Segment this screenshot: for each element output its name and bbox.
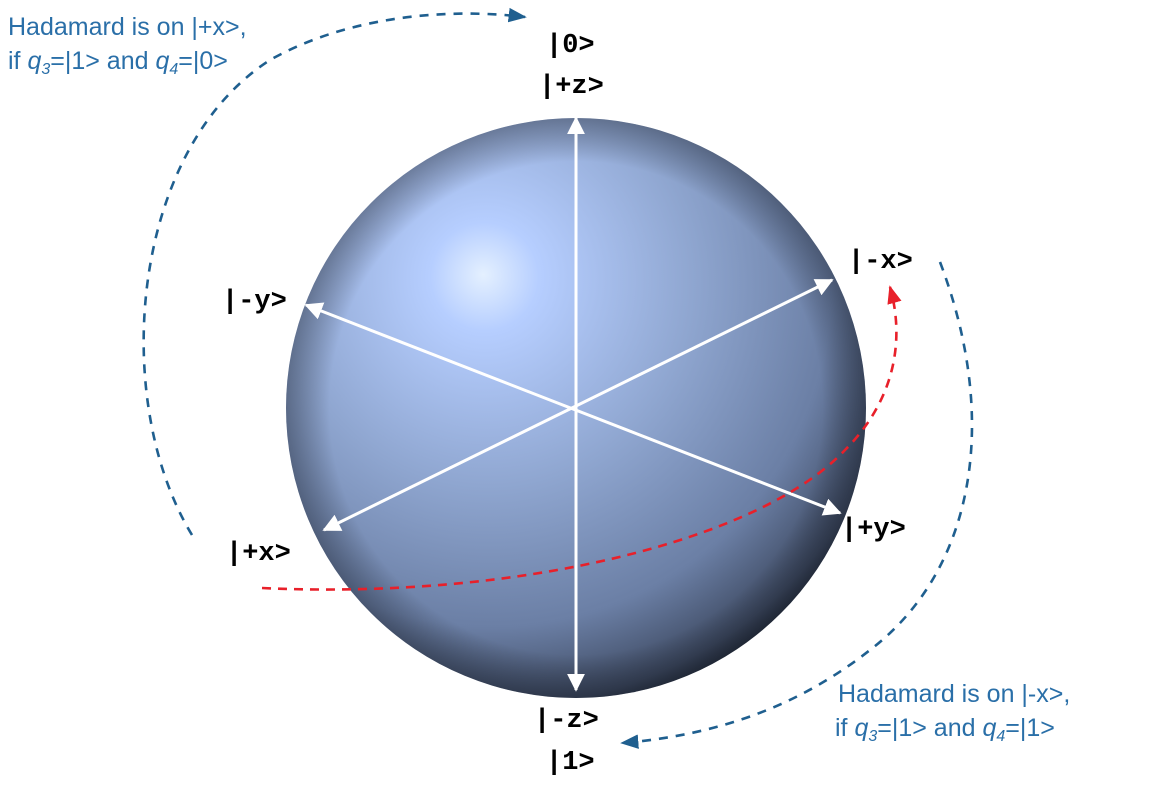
hadamard-plus-x-arc <box>142 7 527 536</box>
ket0-label: |0> <box>546 31 595 61</box>
minus-y-label: |-y> <box>222 287 287 317</box>
hadamard-minus-x-arc <box>620 261 974 749</box>
note-bottom-line2: if q3=|1> and q4=|1> <box>835 714 1055 745</box>
hadamard-plus-x-note: Hadamard is on |+x>, if q3=|1> and q4=|0… <box>8 10 247 78</box>
ket1-label: |1> <box>546 748 595 778</box>
note-bottom-line1: Hadamard is on |-x>, <box>838 680 1071 708</box>
minus-z-label: |-z> <box>534 706 599 736</box>
transition-path <box>261 285 902 591</box>
y-axis-arrow <box>304 302 842 516</box>
plus-z-label: |+z> <box>539 72 604 102</box>
plus-y-label: |+y> <box>841 515 906 545</box>
minus-x-label: |-x> <box>848 247 913 277</box>
note-top-line2: if q3=|1> and q4=|0> <box>8 47 228 78</box>
plus-x-label: |+x> <box>226 539 291 569</box>
note-top-line1: Hadamard is on |+x>, <box>8 13 247 41</box>
hadamard-minus-x-note: Hadamard is on |-x>, if q3=|1> and q4=|1… <box>835 677 1071 745</box>
